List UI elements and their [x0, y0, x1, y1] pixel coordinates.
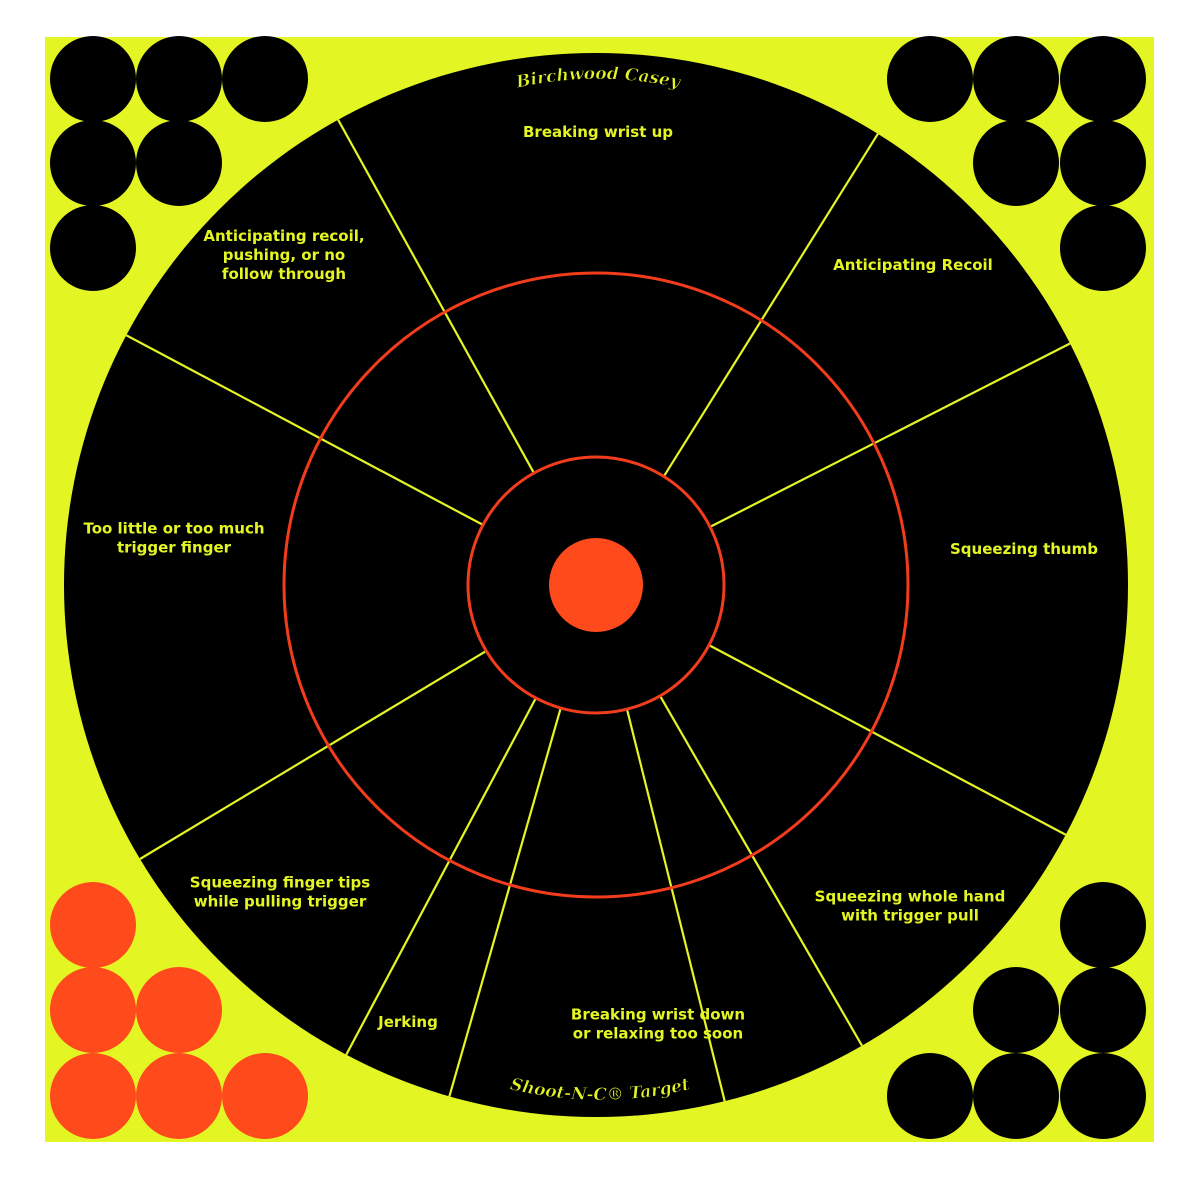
zone-label-line: Anticipating Recoil	[833, 256, 993, 274]
paster-dot-top-right-4	[973, 120, 1059, 206]
divider-line-3	[709, 342, 1071, 528]
paster-dot-top-right-6	[1060, 205, 1146, 291]
zone-label-line: with trigger pull	[841, 907, 979, 925]
paster-dot-top-right-3	[1060, 36, 1146, 122]
zone-label-line: Squeezing whole hand	[815, 888, 1006, 906]
zone-label-2: Anticipating Recoil	[833, 256, 993, 274]
divider-line-5	[659, 695, 863, 1047]
zone-label-line: while pulling trigger	[194, 893, 367, 911]
zone-label-line: Jerking	[377, 1013, 438, 1031]
zone-label-line: Breaking wrist up	[523, 123, 673, 141]
paster-dot-bottom-left-3	[136, 967, 222, 1053]
paster-dot-bottom-left-2	[50, 967, 136, 1053]
paster-dot-top-right-2	[973, 36, 1059, 122]
zone-label-line: trigger finger	[117, 539, 232, 557]
paster-dot-top-left-2	[136, 36, 222, 122]
divider-line-4	[708, 644, 1067, 836]
paster-dot-bottom-left-4	[50, 1053, 136, 1139]
zone-label-3: Squeezing thumb	[950, 540, 1098, 558]
zone-label-6: Jerking	[377, 1013, 438, 1031]
zone-label-line: Too little or too much	[83, 520, 264, 538]
zone-label-line: Breaking wrist down	[571, 1006, 745, 1024]
paster-dot-bottom-left-5	[136, 1053, 222, 1139]
paster-dot-bottom-right-5	[973, 1053, 1059, 1139]
zone-label-line: Anticipating recoil,	[203, 227, 364, 245]
paster-dot-top-left-5	[136, 120, 222, 206]
divider-line-8	[345, 697, 537, 1056]
divider-line-6	[625, 708, 726, 1102]
paster-dot-bottom-right-3	[1060, 967, 1146, 1053]
zone-label-line: Squeezing thumb	[950, 540, 1098, 558]
zone-label-line: follow through	[222, 265, 346, 283]
divider-line-1	[337, 119, 535, 474]
divider-line-7	[448, 707, 562, 1097]
paster-dot-bottom-right-2	[973, 967, 1059, 1053]
divider-line-10	[125, 334, 484, 526]
divider-line-9	[139, 649, 487, 860]
bullseye	[549, 538, 643, 632]
zone-labels: Breaking wrist up Anticipating RecoilSque…	[83, 123, 1098, 1043]
zone-dividers	[125, 119, 1071, 1102]
paster-dot-top-right-1	[887, 36, 973, 122]
paster-dot-top-left-6	[50, 205, 136, 291]
paster-dot-bottom-right-1	[1060, 882, 1146, 968]
paster-dot-bottom-left-6	[222, 1053, 308, 1139]
paster-dot-bottom-left-1	[50, 882, 136, 968]
outer-ring	[282, 271, 910, 899]
zone-label-1: Breaking wrist up	[523, 123, 673, 141]
zone-label-line: Squeezing finger tips	[190, 874, 370, 892]
paster-dots	[50, 36, 1146, 1139]
paster-dot-bottom-right-6	[1060, 1053, 1146, 1139]
zone-label-line: or relaxing too soon	[573, 1025, 743, 1043]
paster-dot-top-left-3	[222, 36, 308, 122]
paster-dot-top-right-5	[1060, 120, 1146, 206]
paster-dot-bottom-right-4	[887, 1053, 973, 1139]
paster-dot-top-left-1	[50, 36, 136, 122]
paster-dot-top-left-4	[50, 120, 136, 206]
divider-line-2	[662, 133, 879, 478]
zone-label-line: pushing, or no	[223, 246, 345, 264]
